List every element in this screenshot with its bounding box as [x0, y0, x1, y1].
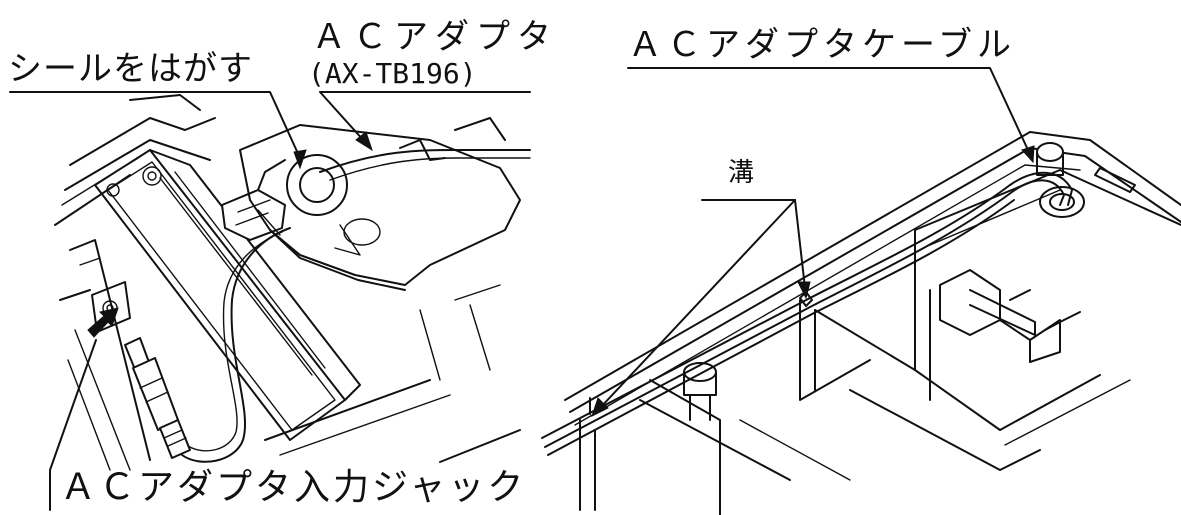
leader-input-jack: [49, 339, 97, 511]
input-jack: [87, 281, 131, 338]
adapter-cable-left: [181, 227, 291, 463]
left-housing-edge: [69, 117, 216, 166]
cable-clip: [221, 159, 286, 241]
leader-cable: [627, 67, 1029, 151]
jack-arrow: [87, 307, 119, 338]
leader-ac-adapter: [319, 91, 531, 143]
support-post-right: [939, 269, 1081, 363]
ac-adapter-body: [239, 117, 521, 291]
cable-hole-post: [1036, 142, 1136, 218]
adapter-cable-in-groove: [541, 171, 1073, 439]
label-ac-adapter: ＡＣアダプタ: [312, 17, 558, 57]
housing-rim: [564, 131, 1181, 401]
left-illustration: [9, 91, 531, 511]
leader-peel-seal: [9, 91, 301, 159]
right-illustration: [541, 67, 1181, 515]
label-groove: 溝: [728, 158, 755, 188]
label-ac-adapter-cable: ＡＣアダプタケーブル: [628, 25, 1016, 65]
battery-compartment: [94, 149, 361, 441]
label-ac-adapter-input-jack: ＡＣアダプタ入力ジャック: [60, 467, 527, 508]
label-peel-seal: シールをはがす: [8, 49, 253, 89]
adapter-cable-right: [319, 149, 531, 173]
label-ac-adapter-model: (AX-TB196): [308, 57, 477, 90]
adapter-plug: [124, 337, 191, 459]
